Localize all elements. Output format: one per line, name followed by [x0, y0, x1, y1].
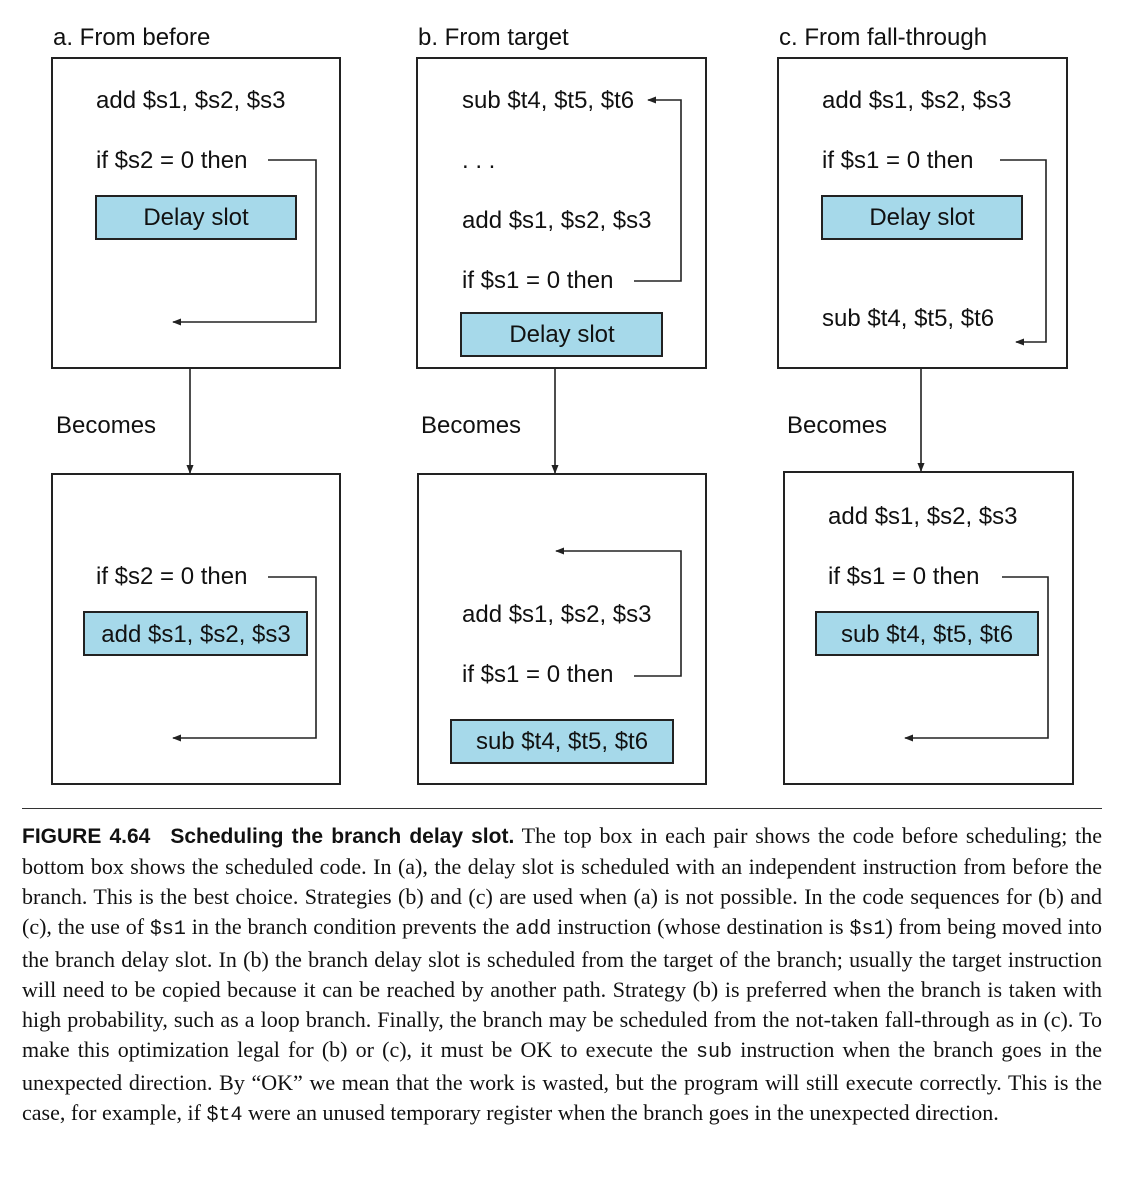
panel-a-before-delay-slot-label: Delay slot [143, 204, 249, 231]
figure-caption: FIGURE 4.64 Scheduling the branch delay s… [22, 808, 1102, 1131]
caption-text: in the branch condition prevents the [185, 914, 516, 939]
panel-b-before-box [416, 57, 707, 369]
panel-a-before-branch: if $s2 = 0 then [96, 147, 247, 174]
panel-c-after-line1: add $s1, $s2, $s3 [828, 503, 1017, 530]
panel-b-before-branch-arrow [634, 96, 682, 282]
panel-c-before-branch: if $s1 = 0 then [822, 147, 973, 174]
panel-b-after-box [417, 473, 707, 785]
panel-a-before-box [51, 57, 341, 369]
panel-b-before-target: sub $t4, $t5, $t6 [462, 87, 634, 114]
panel-c-after-delay-slot [815, 611, 1039, 656]
panel-b-before-delay-slot-label: Delay slot [509, 321, 615, 348]
caption-code-add: add [515, 918, 552, 941]
panel-c-before-fallthrough: sub $t4, $t5, $t6 [822, 305, 994, 332]
panel-a-after-box [51, 473, 341, 785]
panel-a-before-delay-slot [95, 195, 297, 240]
caption-text: instruction (whose destination is [551, 914, 850, 939]
caption-text: ) from being moved into the branch delay… [22, 914, 1102, 1062]
panel-a-after-branch: if $s2 = 0 then [96, 563, 247, 590]
panel-b-before-ellipsis: . . . [462, 147, 495, 174]
panel-a-before-branch-arrow [172, 159, 317, 326]
panel-c-after-branch-arrow [904, 576, 1049, 742]
panel-c-after-box [783, 471, 1074, 785]
panel-c-after-branch: if $s1 = 0 then [828, 563, 979, 590]
panel-b-after-delay-slot-label: sub $t4, $t5, $t6 [476, 728, 648, 755]
panel-c-becomes-label: Becomes [787, 412, 887, 439]
panel-a-after-delay-slot-label: add $s1, $s2, $s3 [101, 621, 290, 648]
panel-c-title: c. From fall-through [779, 24, 987, 51]
caption-code-s1: $s1 [849, 918, 886, 941]
caption-code-t4: $t4 [206, 1104, 243, 1127]
figure-number: FIGURE 4.64 [22, 825, 151, 848]
caption-code-sub: sub [696, 1041, 733, 1064]
branch-delay-slot-diagram: a. From before add $s1, $s2, $s3 if $s2 … [51, 24, 1074, 785]
panel-a-title: a. From before [53, 24, 210, 51]
panel-c-before-box [777, 57, 1068, 369]
panel-c-before-line1: add $s1, $s2, $s3 [822, 87, 1011, 114]
panel-c-after-delay-slot-label: sub $t4, $t5, $t6 [841, 621, 1013, 648]
panel-b-after-branch: if $s1 = 0 then [462, 661, 613, 688]
caption-text: instruction when the branch goes in the … [22, 1037, 1102, 1125]
panel-b-before-line2: add $s1, $s2, $s3 [462, 207, 651, 234]
panel-a-after-delay-slot [83, 611, 308, 656]
panel-c-before-delay-slot-label: Delay slot [869, 204, 975, 231]
panel-b-after-branch-arrow [555, 547, 682, 677]
panel-a-before-line1: add $s1, $s2, $s3 [96, 87, 285, 114]
panel-c-before-delay-slot [821, 195, 1023, 240]
panel-c-before-branch-arrow [1000, 159, 1047, 346]
panel-b-title: b. From target [418, 24, 569, 51]
panel-a-becomes-label: Becomes [56, 412, 156, 439]
panel-b-before-delay-slot [460, 312, 663, 357]
figure-title: Scheduling the branch delay slot. [170, 825, 515, 848]
caption-text: The top box in each pair shows the code … [22, 823, 1102, 939]
panel-b-after-delay-slot [450, 719, 674, 764]
panel-b-after-line1: add $s1, $s2, $s3 [462, 601, 651, 628]
panel-b-before-branch: if $s1 = 0 then [462, 267, 613, 294]
panel-a-after-branch-arrow [172, 576, 317, 742]
panel-b-becomes-label: Becomes [421, 412, 521, 439]
caption-code-s1: $s1 [149, 918, 186, 941]
caption-text: were an unused temporary register when t… [242, 1100, 999, 1125]
